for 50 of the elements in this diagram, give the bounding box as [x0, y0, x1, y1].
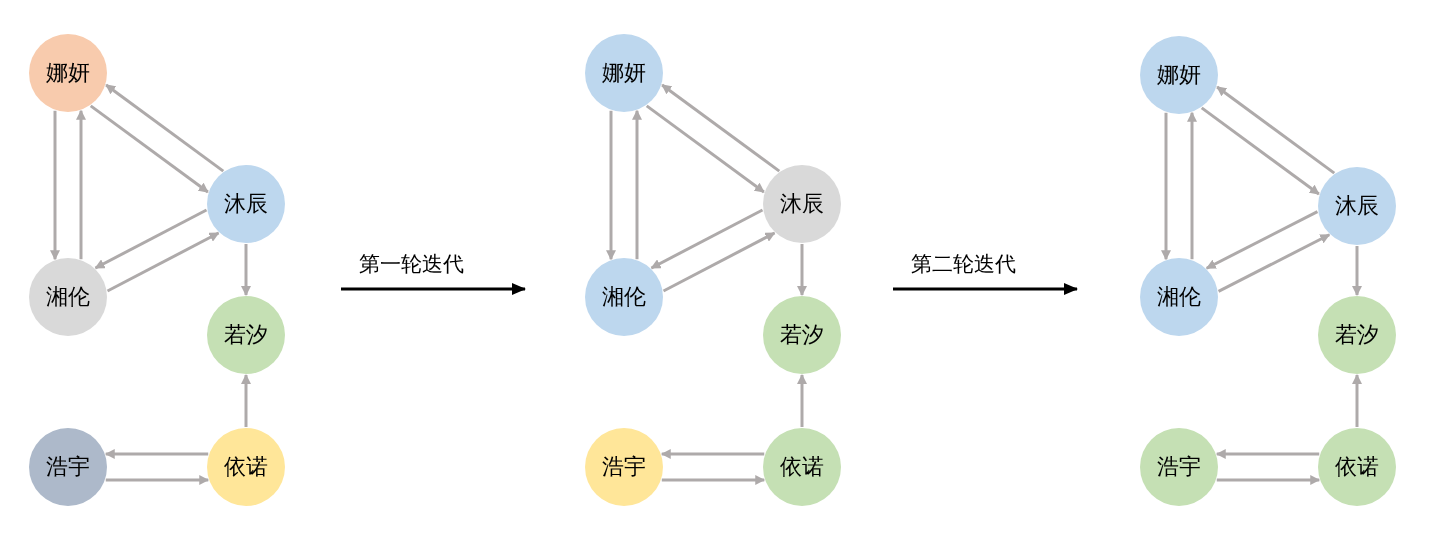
node-circle: 若汐 — [763, 296, 841, 374]
node-circle: 若汐 — [207, 296, 285, 374]
node-circle: 依诺 — [763, 428, 841, 506]
arrow — [105, 83, 225, 173]
arrow — [645, 104, 765, 194]
arrow — [797, 244, 807, 296]
node-circle: 若汐 — [1318, 296, 1396, 374]
node-circle: 湘伦 — [29, 258, 107, 336]
arrow — [241, 244, 251, 296]
arrow — [632, 109, 642, 260]
arrow — [606, 110, 616, 261]
arrow — [1217, 233, 1331, 293]
arrow — [106, 231, 220, 293]
arrow — [650, 208, 764, 270]
arrow — [241, 374, 251, 427]
node-circle: 沐辰 — [207, 165, 285, 243]
iteration-label: 第二轮迭代 — [911, 251, 1016, 278]
arrow — [1216, 85, 1336, 175]
arrow — [1205, 210, 1319, 270]
arrow — [1216, 475, 1321, 485]
node-circle: 依诺 — [207, 428, 285, 506]
arrow — [1187, 111, 1197, 260]
iteration-label: 第一轮迭代 — [359, 251, 464, 278]
node-circle: 娜妍 — [29, 34, 107, 112]
arrow — [661, 475, 766, 485]
arrow — [76, 109, 86, 260]
node-circle: 娜妍 — [1140, 36, 1218, 114]
arrow — [89, 104, 209, 194]
node-circle: 湘伦 — [585, 258, 663, 336]
arrow — [661, 83, 781, 173]
arrow — [1200, 106, 1320, 196]
node-circle: 浩宇 — [585, 428, 663, 506]
arrow — [1161, 112, 1171, 261]
node-circle: 沐辰 — [1318, 167, 1396, 245]
arrow — [105, 475, 210, 485]
arrow — [1215, 449, 1320, 459]
arrow — [1352, 246, 1362, 296]
node-circle: 沐辰 — [763, 165, 841, 243]
arrow — [104, 449, 209, 459]
node-circle: 浩宇 — [1140, 428, 1218, 506]
node-circle: 依诺 — [1318, 428, 1396, 506]
node-circle: 湘伦 — [1140, 258, 1218, 336]
arrow — [1352, 374, 1362, 427]
arrow — [797, 374, 807, 427]
arrow — [50, 110, 60, 261]
arrow — [662, 231, 776, 293]
arrow — [94, 208, 208, 270]
node-circle: 浩宇 — [29, 428, 107, 506]
arrow — [660, 449, 765, 459]
node-circle: 娜妍 — [585, 34, 663, 112]
